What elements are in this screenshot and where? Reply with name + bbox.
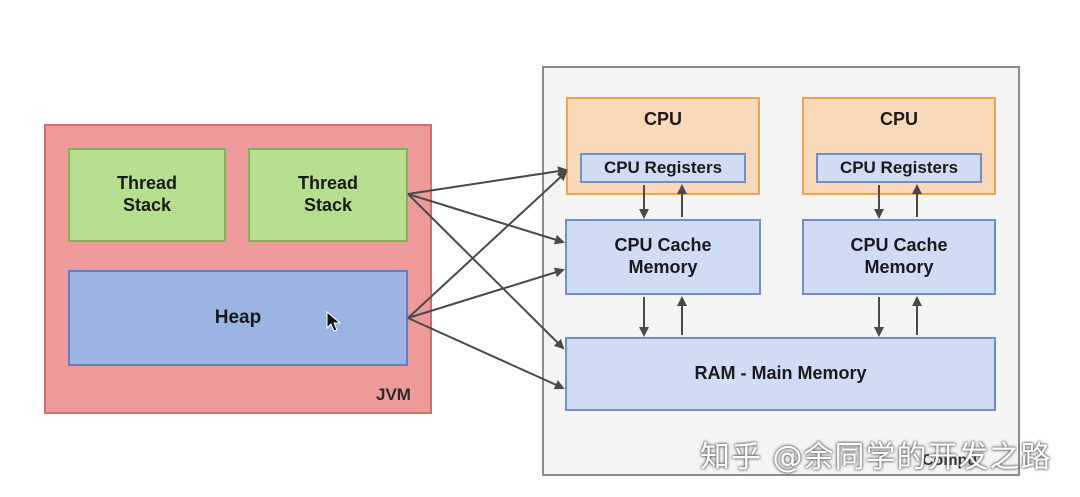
cpu-1-registers: CPU Registers [580,153,746,183]
computer-label: Compu [922,452,978,469]
thread-stack-1: Thread Stack [68,148,226,242]
ram-main-memory: RAM - Main Memory [565,337,996,411]
mouse-pointer-icon [326,311,342,332]
arrow-stack-to-ram [407,193,565,350]
watermark: 知乎 @余同学的开发之路 [700,440,1052,475]
arrow-heap-to-ram [407,317,565,390]
arrow-stack-to-registers [407,166,568,195]
heap: Heap [68,270,408,366]
jvm-label: JVM [376,385,411,404]
thread-stack-2: Thread Stack [248,148,408,242]
arrow-stack-to-cache [407,193,565,245]
cpu-2-registers: CPU Registers [816,153,982,183]
arrow-heap-to-cache [407,267,565,319]
cpu-1-cache-memory: CPU Cache Memory [565,219,761,295]
arrow-heap-to-registers [407,170,568,319]
cpu-2-cache-memory: CPU Cache Memory [802,219,996,295]
